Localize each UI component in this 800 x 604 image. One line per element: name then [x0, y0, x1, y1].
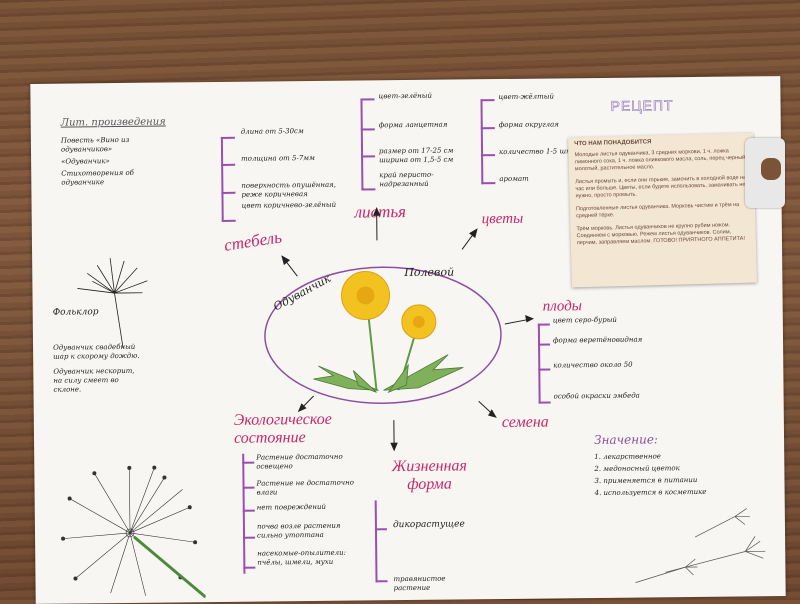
mind-map-poster: Лит. произведения Повесть «Вино из одува…: [30, 76, 786, 604]
lifeform-item: дикорастущее: [392, 519, 465, 531]
dandelion-seed-drawing: [77, 258, 148, 349]
meaning-list: 1. лекарственное 2. медоносный цветок 3.…: [594, 451, 764, 498]
meaning-title: Значение:: [593, 432, 659, 448]
fruits-item: особой окраски эмбеда: [553, 391, 640, 401]
recipe-card: ЧТО НАМ ПОНАДОБИТСЯ Молодые листья одува…: [568, 132, 757, 288]
recipe-paragraph: Трём морковь. Листья одуванчиков не круп…: [576, 222, 746, 247]
dandelion-clock-drawing: [61, 465, 206, 599]
recipe-paragraph: Молодые листья одуванчика, 3 средних мор…: [574, 148, 746, 173]
fruits-item: форма веретёновидная: [552, 335, 643, 345]
central-dandelion-oval: [264, 266, 502, 405]
ecology-title: Экологическое состояние: [233, 410, 332, 447]
recipe-paragraph: Подготовленные листья одуванчика. Морков…: [575, 201, 740, 220]
ecology-item: почва возле растения сильно утоптана: [256, 521, 341, 540]
ecology-item: нет повреждений: [256, 502, 326, 512]
ecology-item: Растение достаточно освещено: [256, 452, 343, 471]
ecology-list: Растение достаточно освещено Растение не…: [256, 452, 367, 567]
meaning-item: 1. лекарственное: [594, 452, 661, 462]
ecology-item: насекомые-опылители: пчёлы, шмели, мухи: [257, 548, 347, 567]
meaning-item: 3. применяется в питании: [594, 475, 698, 486]
connector-arrows: [281, 207, 534, 452]
fruits-item: цвет серо-бурый: [552, 315, 617, 325]
fruits-title: плоды: [542, 298, 583, 315]
recipe-paragraph: Листья промыть и, если они горькие, замо…: [575, 174, 747, 200]
fruits-list: цвет серо-бурый форма веретёновидная кол…: [553, 315, 664, 401]
seeds-title: семена: [501, 413, 549, 432]
recipe-title: ЧТО НАМ ПОНАДОБИТСЯ: [574, 139, 652, 148]
fruits-item: количество около 50: [553, 360, 633, 370]
binder-clip: [745, 138, 785, 208]
meaning-item: 2. медоносный цветок: [594, 464, 680, 474]
ecology-item: Растение не достаточно влаги: [256, 478, 355, 497]
lifeform-item: травянистое растение: [393, 574, 446, 593]
lifeform-title: Жизненная форма: [391, 457, 468, 494]
flying-seeds-drawing: [635, 508, 766, 583]
